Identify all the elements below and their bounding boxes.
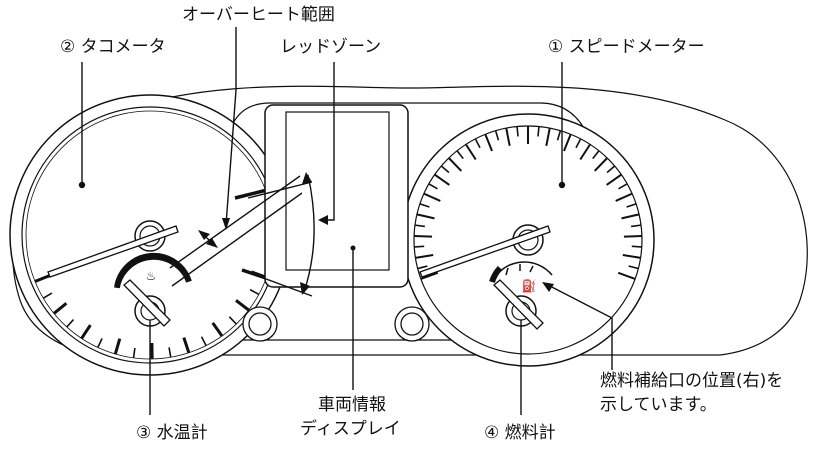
speedometer-tick bbox=[505, 127, 511, 146]
tachometer-tick bbox=[168, 347, 172, 358]
fuel-gauge: ⛽ bbox=[489, 261, 553, 330]
speedometer-tick bbox=[621, 213, 640, 220]
tachometer-tick bbox=[132, 347, 136, 359]
tachometer-needle bbox=[47, 225, 179, 278]
tachometer-tick bbox=[182, 337, 191, 354]
speedometer-tick bbox=[417, 265, 428, 270]
vehicle-info-label-line1: 車両情報 bbox=[318, 395, 386, 415]
speedometer-tick bbox=[617, 271, 636, 280]
speedometer-tick bbox=[556, 130, 562, 141]
tachometer-tick bbox=[113, 338, 122, 355]
speedometer-tick bbox=[628, 265, 639, 270]
redzone-label: レッドゾーン bbox=[280, 37, 382, 57]
speedometer-tick bbox=[592, 150, 600, 160]
fuel-gauge-label: ④ 燃料計 bbox=[484, 423, 556, 443]
speedometer-tick bbox=[494, 130, 500, 141]
speedometer-tick bbox=[575, 138, 582, 149]
speedometer-needle bbox=[419, 225, 551, 278]
overheat-leader bbox=[225, 27, 237, 226]
tachometer-tick bbox=[42, 292, 53, 299]
speedometer-tick bbox=[563, 133, 572, 152]
speedometer-tick bbox=[516, 126, 519, 137]
left-knob bbox=[242, 306, 278, 342]
speedometer-tick bbox=[537, 126, 540, 137]
tachometer-tick bbox=[228, 316, 237, 325]
fuel-filler-label-line2: 示しています。 bbox=[600, 395, 717, 415]
speedometer-tick bbox=[448, 157, 463, 172]
speedometer-tick bbox=[420, 271, 439, 280]
speedometer-tick bbox=[626, 203, 637, 208]
speedometer-tick bbox=[593, 157, 608, 172]
speedometer-tick bbox=[484, 133, 493, 152]
speedometer-label: ① スピードメーター bbox=[548, 37, 705, 57]
tachometer-tick bbox=[34, 274, 51, 283]
fuel-filler-leader bbox=[545, 283, 613, 370]
fuel-gauge-needle bbox=[493, 279, 544, 330]
speedometer-tick bbox=[434, 173, 450, 186]
tachometer-tick bbox=[66, 319, 75, 328]
speedometer-tick bbox=[414, 245, 425, 248]
water-temp-label: ③ 水温計 bbox=[136, 423, 208, 443]
speedometer-gauge bbox=[401, 113, 655, 367]
speedometer-tick bbox=[623, 235, 642, 238]
tachometer-tick bbox=[211, 322, 224, 337]
svg-text:♨: ♨ bbox=[146, 269, 157, 283]
vehicle-info-display bbox=[264, 104, 409, 288]
vehicle-info-label-line2: ディスプレイ bbox=[300, 419, 401, 439]
speedometer-tick bbox=[579, 143, 591, 161]
speedometer-tick bbox=[615, 192, 633, 202]
tachometer-tick bbox=[200, 336, 207, 346]
speedometer-tick bbox=[606, 165, 616, 174]
speedometer-tick bbox=[465, 143, 477, 161]
fuel-filler-label-line1: 燃料補給口の位置(右)を bbox=[600, 371, 784, 391]
speedometer-tick bbox=[606, 173, 622, 186]
speedometer-tick bbox=[440, 165, 450, 174]
speedometer-tick bbox=[474, 138, 481, 149]
tachometer-tick bbox=[80, 324, 92, 340]
speedometer-tick bbox=[618, 183, 628, 190]
overheat-range-label: オーバーヒート範囲 bbox=[182, 5, 335, 25]
speedometer-tick bbox=[456, 150, 464, 160]
speedometer-tick bbox=[415, 254, 434, 259]
speedometer-tick bbox=[622, 254, 641, 259]
tachometer-tick bbox=[97, 338, 103, 348]
speedometer-tick bbox=[545, 127, 551, 146]
speedometer-tick bbox=[414, 224, 425, 228]
right-knob bbox=[394, 306, 430, 342]
speedometer-tick bbox=[631, 224, 642, 228]
speedometer-tick bbox=[416, 213, 435, 220]
water-temp-needle bbox=[123, 279, 171, 327]
tachometer-tick bbox=[235, 299, 250, 312]
cluster-inner-line bbox=[229, 102, 586, 131]
svg-text:⛽: ⛽ bbox=[522, 279, 537, 293]
speedometer-tick bbox=[423, 192, 441, 202]
speedometer-tick bbox=[414, 235, 433, 238]
speedometer-tick bbox=[419, 203, 430, 208]
speedometer-tick bbox=[631, 245, 642, 248]
speedometer-tick bbox=[428, 183, 438, 190]
tachometer-tick bbox=[53, 302, 68, 315]
tachometer-label: ② タコメータ bbox=[60, 37, 166, 57]
tachometer-tick bbox=[249, 288, 260, 296]
